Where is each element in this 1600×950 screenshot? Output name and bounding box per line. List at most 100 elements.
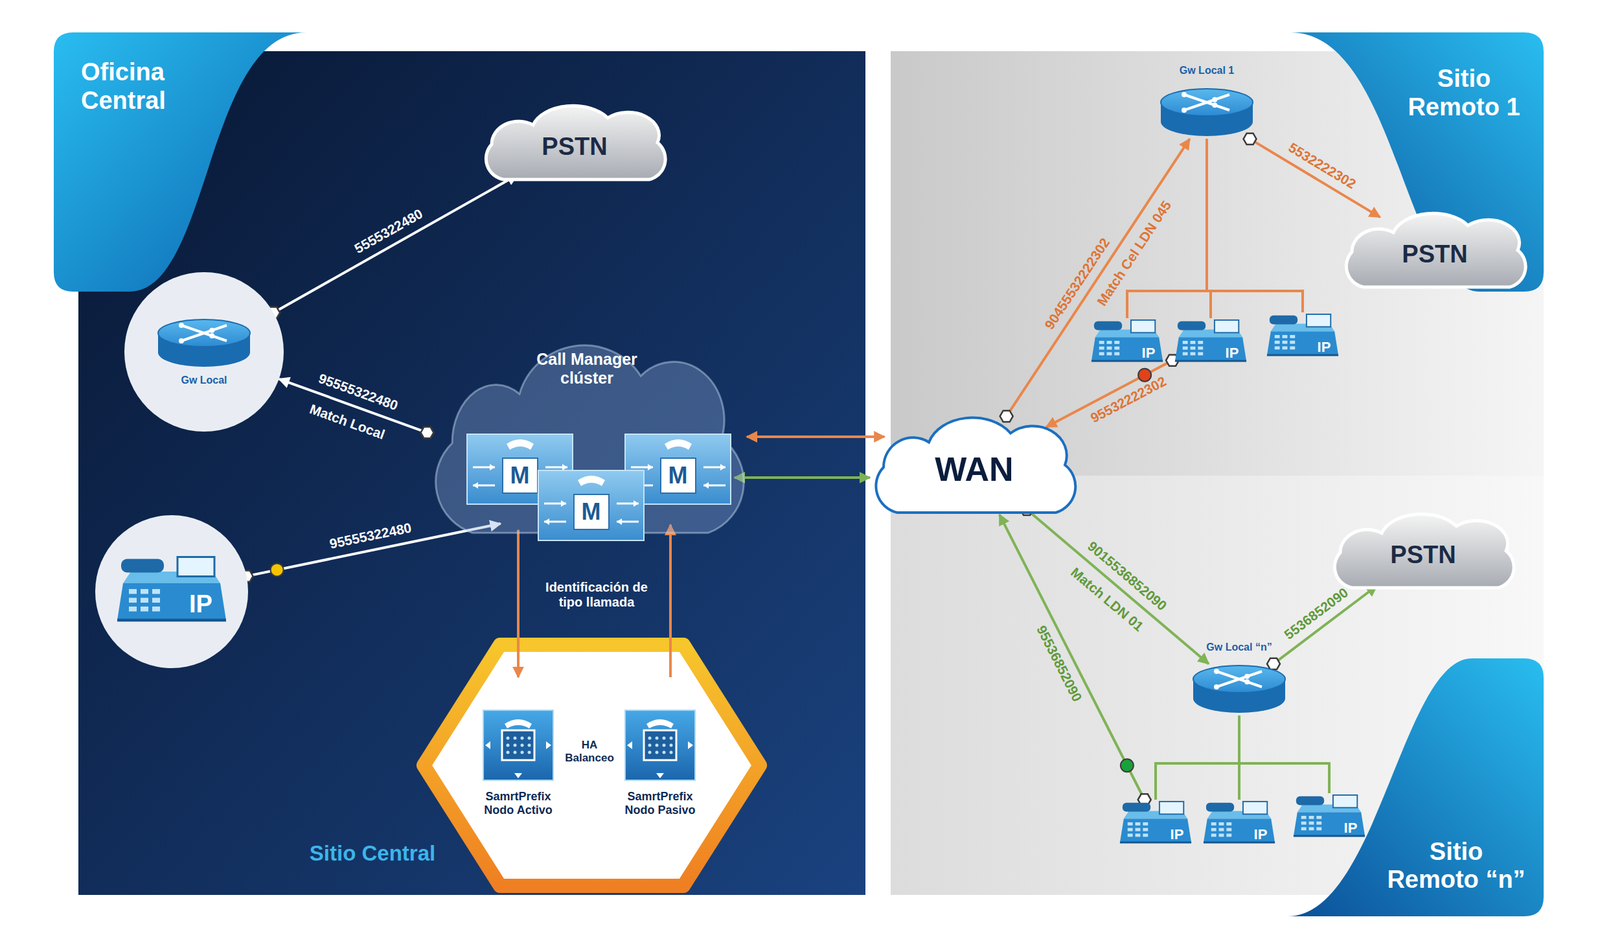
phone-key: [128, 597, 137, 604]
cloud-shape: [435, 345, 745, 534]
router-arrow: [181, 325, 205, 333]
server-arrow-head: [647, 463, 653, 471]
router-arrow: [1216, 678, 1240, 687]
phone-icon: [1175, 320, 1247, 361]
node-label: PSTN: [1401, 240, 1468, 269]
server-face: [625, 709, 696, 780]
keypad-dot: [513, 750, 517, 755]
router-top: [1160, 88, 1253, 116]
keypad-dot: [662, 750, 666, 755]
smartprefix-server: SamrtPrefix Nodo Pasivo: [608, 676, 712, 833]
edge-label: 95532222302: [1088, 373, 1170, 426]
server-arrow-head: [546, 741, 552, 749]
node-label: IP: [1254, 827, 1268, 842]
call-manager-server: M: [537, 469, 645, 541]
phone-screen: [1159, 801, 1184, 814]
phone-key: [1316, 826, 1322, 830]
phone-key: [1142, 833, 1148, 837]
edge-label: 5536852090: [1281, 584, 1352, 643]
router-arrow: [1206, 94, 1230, 103]
node-label: Gw Local “n”: [1206, 641, 1272, 653]
phone-key: [1211, 822, 1217, 826]
server-face: [483, 709, 554, 780]
note-label: HA Balanceo: [557, 738, 622, 764]
router-arrow-head: [1213, 668, 1220, 674]
router-arrow: [204, 332, 227, 341]
keypad-dot: [648, 736, 652, 740]
wan-cloud: WAN: [860, 408, 1088, 522]
ip-phone: IP: [1172, 318, 1249, 363]
handset: [664, 439, 692, 450]
keypad-dot: [648, 743, 652, 747]
phone-key: [152, 606, 160, 612]
phone-key: [1226, 833, 1232, 837]
phone-handset: [121, 559, 164, 573]
phone-key: [1289, 340, 1295, 344]
router-top: [158, 319, 251, 347]
cloud-shape: [1346, 213, 1526, 287]
phone-handset: [1094, 321, 1122, 331]
phone-screen: [1214, 320, 1239, 333]
connector: [1155, 715, 1240, 800]
server-arrow-head: [616, 518, 622, 525]
keypad-dot: [513, 736, 517, 740]
smartprefix-server: SamrtPrefix Nodo Activo: [466, 676, 571, 833]
phone-key: [1274, 340, 1280, 344]
server-arrow-head: [514, 772, 523, 778]
phone-key: [152, 597, 160, 604]
node-label: IP: [1317, 340, 1332, 355]
keypad-dot: [655, 750, 659, 755]
node-label: IP: [189, 591, 213, 617]
ip-phone: IP: [1088, 318, 1166, 363]
icon-part: [1190, 663, 1288, 716]
server-window: [502, 457, 538, 493]
edge-label: 5532222302: [1285, 139, 1360, 192]
node-label: IP: [1225, 345, 1240, 361]
ip-phone: IP: [1264, 312, 1341, 357]
server-arrow-head: [656, 772, 664, 778]
phone-key: [1289, 345, 1295, 350]
router-arrow: [181, 332, 205, 341]
phone-key: [128, 606, 137, 612]
node-label: Sitio Remoto “n”: [1381, 837, 1531, 894]
phone-icon: [1120, 801, 1192, 843]
server-arrow-head: [544, 518, 550, 525]
phone-key: [1282, 340, 1288, 344]
cloud-shape: [485, 105, 666, 180]
node-label: Gw Local: [180, 374, 227, 387]
phone-screen: [1243, 801, 1268, 814]
remote-panel: [890, 51, 1544, 476]
keypad-dot: [520, 743, 525, 747]
site-tab: Sitio Remoto “n”: [1287, 658, 1544, 916]
phone-key: [128, 588, 137, 595]
connector: [1206, 138, 1303, 313]
router-arrow: [1184, 94, 1207, 103]
connector: [1046, 360, 1173, 427]
phone-icon: [1203, 801, 1275, 843]
node-label: Sitio Remoto 1: [1389, 64, 1539, 122]
connector-port: [420, 426, 434, 438]
phone-key: [1135, 833, 1141, 837]
phone-handset: [1122, 802, 1151, 812]
phone-key: [1211, 827, 1217, 832]
phone-key: [152, 588, 160, 595]
icon-part: [95, 514, 249, 668]
phone-key: [1135, 822, 1141, 826]
phone-base: [1175, 360, 1247, 363]
keypad-dot: [506, 743, 510, 747]
connector-port: [1267, 658, 1280, 670]
icon-part: [240, 133, 1280, 806]
phone-key: [1211, 833, 1217, 837]
phone-base: [1091, 360, 1163, 363]
phone-key: [1226, 827, 1232, 832]
note-label: Identificación de tipo llamada: [535, 579, 659, 610]
phone-key: [1309, 821, 1315, 825]
router-arrow-head: [1181, 107, 1187, 113]
icon-part: [624, 709, 696, 781]
phone-key: [1309, 815, 1315, 819]
node-label: WAN: [934, 450, 1014, 490]
router-arrow-head: [1211, 97, 1218, 103]
phone-key: [1282, 345, 1288, 350]
phone-key: [1190, 346, 1196, 350]
